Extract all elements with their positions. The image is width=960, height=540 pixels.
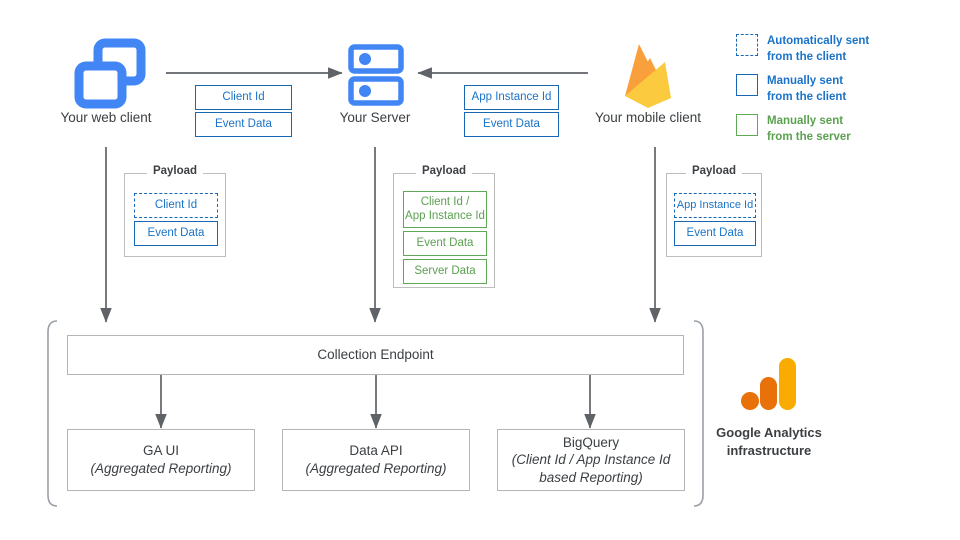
- legend-item-manually-sent-client: Manually sent from the client: [736, 74, 846, 105]
- legend-automatically-sent-line1: Automatically sent: [767, 35, 870, 47]
- transit-chip-client-id: Client Id: [195, 85, 292, 110]
- payload-mobile-item-app-instance-id: App Instance Id: [674, 193, 756, 218]
- payload-server-item-id: Client Id / App Instance Id: [403, 191, 487, 228]
- payload-mobile: Payload App Instance Id Event Data: [666, 165, 762, 257]
- legend-manually-sent-server-line1: Manually sent: [767, 115, 844, 127]
- payload-web: Payload Client Id Event Data: [124, 165, 226, 257]
- legend-manually-sent-server-line2: from the server: [767, 130, 851, 143]
- payload-server-item-event-data: Event Data: [403, 231, 487, 256]
- output-box-ga-ui: GA UI (Aggregated Reporting): [67, 429, 255, 491]
- payload-server-item-server-data: Server Data: [403, 259, 487, 284]
- output-ga-ui-title: GA UI: [142, 443, 179, 459]
- server-label: Your Server: [339, 110, 411, 125]
- output-bigquery-subtitle-line2: based Reporting): [539, 469, 643, 485]
- legend-item-automatically-sent: Automatically sent from the client: [736, 34, 869, 65]
- payload-server: Payload Client Id / App Instance Id Even…: [393, 165, 495, 288]
- output-box-bigquery: BigQuery (Client Id / App Instance Id ba…: [497, 429, 685, 491]
- payload-mobile-item-event-data: Event Data: [674, 221, 756, 246]
- legend-automatically-sent-line2: from the client: [767, 50, 847, 63]
- payload-server-legend: Payload: [415, 165, 473, 177]
- payload-server-item-id-line2: App Instance Id: [405, 209, 485, 222]
- output-bigquery-title: BigQuery: [562, 434, 620, 450]
- payload-web-legend: Payload: [146, 165, 204, 177]
- legend-label-manually-sent-server: Manually sent from the server: [767, 114, 851, 145]
- legend-label-manually-sent-client: Manually sent from the client: [767, 74, 846, 105]
- legend-label-automatically-sent: Automatically sent from the client: [767, 34, 869, 65]
- payload-mobile-legend: Payload: [685, 165, 743, 177]
- payload-server-item-id-line1: Client Id /: [420, 196, 470, 209]
- output-data-api-title: Data API: [349, 443, 403, 459]
- ga-infrastructure-caption: Google Analytics infrastructure: [689, 424, 849, 459]
- payload-web-item-client-id: Client Id: [134, 193, 218, 218]
- transit-chip-event-data: Event Data: [195, 112, 292, 137]
- collection-endpoint-box: Collection Endpoint: [67, 335, 684, 375]
- ga-caption-line1: Google Analytics: [716, 425, 822, 440]
- transit-chip-app-instance-id: App Instance Id: [464, 85, 559, 110]
- firebase-flame-icon: [625, 44, 671, 108]
- output-ga-ui-subtitle: (Aggregated Reporting): [90, 461, 232, 476]
- transit-chip-event-data-mobile: Event Data: [464, 112, 559, 137]
- legend-swatch-solid-blue: [736, 74, 758, 96]
- legend-swatch-solid-green: [736, 114, 758, 136]
- legend-item-manually-sent-server: Manually sent from the server: [736, 114, 851, 145]
- google-analytics-logo: [741, 358, 796, 410]
- browser-windows-icon: [74, 38, 146, 109]
- web-client-label: Your web client: [60, 110, 152, 125]
- legend-manually-sent-client-line2: from the client: [767, 90, 847, 103]
- server-racks-icon: [348, 44, 404, 106]
- output-bigquery-subtitle-line1: (Client Id / App Instance Id: [511, 452, 671, 468]
- output-box-data-api: Data API (Aggregated Reporting): [282, 429, 470, 491]
- mobile-client-label: Your mobile client: [594, 110, 702, 125]
- legend-swatch-dashed-blue: [736, 34, 758, 56]
- ga-caption-line2: infrastructure: [726, 442, 812, 458]
- output-data-api-subtitle: (Aggregated Reporting): [305, 461, 447, 476]
- legend-manually-sent-client-line1: Manually sent: [767, 75, 844, 87]
- payload-web-item-event-data: Event Data: [134, 221, 218, 246]
